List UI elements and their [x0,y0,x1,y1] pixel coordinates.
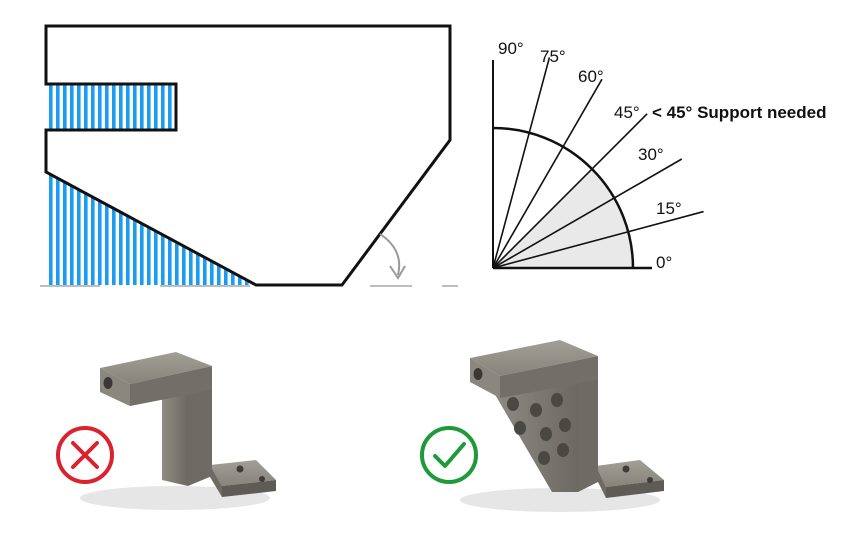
angle-label-75: 75° [540,47,566,66]
bad-foot-front [210,465,222,497]
good-top-side [500,356,598,398]
part-outline [44,24,452,287]
good-foot-hole [622,465,630,473]
bad-top-face [100,352,212,384]
good-example [420,340,664,512]
good-top-face [470,340,598,376]
good-top-front [470,358,500,398]
angle-arc [379,233,401,276]
bad-foot-side [222,480,276,497]
bad-top-hole [103,377,113,389]
angle-label-60: 60° [578,67,604,86]
bad-foot-hole [236,465,244,473]
cross-circle-icon [56,426,114,484]
good-foot-hole-2 [647,477,653,483]
overhang-angle-protractor: 90° 75° 60° 45° 30° 15° 0° < 45° Support neede… [492,39,826,272]
overhang-cross-section [40,24,458,287]
bad-post-side [188,380,212,486]
shelf-support [46,84,176,130]
bad-post-front [162,390,188,486]
bad-foot-hole-2 [259,476,265,482]
angle-label-15: 15° [656,199,682,218]
support-needed-zone [493,169,633,268]
check-circle-icon [420,426,478,484]
angle-label-45: 45° [614,103,640,122]
good-gusset-side [578,374,598,492]
ray-45deg [492,113,648,269]
protractor-arc [492,126,635,269]
ray-15deg [492,210,704,269]
good-top-hole [473,368,483,380]
support-needed-note: < 45° Support needed [652,103,826,122]
angle-label-0: 0° [656,253,672,272]
good-gusset-face [490,382,578,492]
ray-30deg [492,158,683,269]
angle-label-30: 30° [638,145,664,164]
good-foot-top [596,460,664,487]
good-foot-front [596,466,606,498]
gusset-holes [507,393,571,465]
ray-60deg [492,78,603,269]
bad-example [56,352,276,510]
bad-top-side [130,366,212,406]
good-foot-side [606,480,664,498]
angle-arrowhead [389,265,406,280]
ray-75deg [492,57,551,269]
angle-label-90: 90° [498,39,524,58]
